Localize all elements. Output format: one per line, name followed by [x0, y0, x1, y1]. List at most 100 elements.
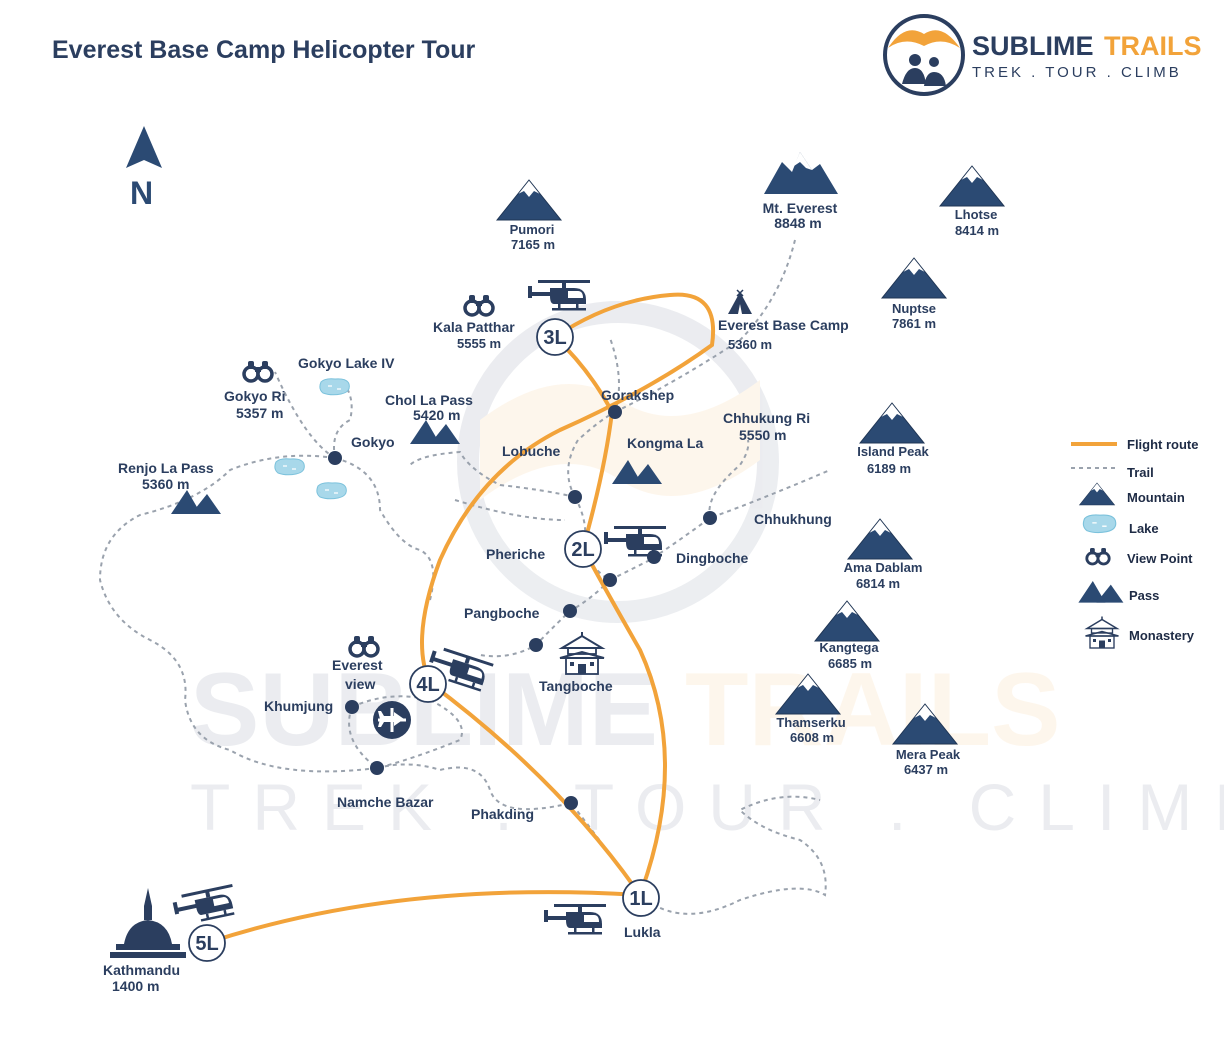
svg-text:8848 m: 8848 m	[774, 215, 821, 231]
place-dot	[568, 490, 582, 504]
stop-1L: 1L	[622, 879, 660, 917]
label-gorakshep: Gorakshep	[601, 387, 674, 403]
mountain-island-peak: Island Peak 6189 m	[857, 402, 930, 476]
mountain-icon	[496, 179, 562, 221]
label-khumjung: Khumjung	[264, 698, 333, 714]
label-chhukung-ri-elev: 5550 m	[739, 427, 786, 443]
stop-2L: 2L	[564, 530, 602, 568]
place-dot	[563, 604, 577, 618]
svg-text:6814 m: 6814 m	[856, 576, 900, 591]
svg-text:View Point: View Point	[1127, 551, 1193, 566]
label-lobuche: Lobuche	[502, 443, 561, 459]
lake-icon	[316, 482, 347, 500]
svg-text:2L: 2L	[571, 539, 594, 561]
lake-icon	[274, 458, 305, 476]
label-everest-view-2: view	[345, 676, 375, 692]
place-dot	[328, 451, 342, 465]
svg-text:Nuptse: Nuptse	[892, 301, 936, 316]
legend-monastery-icon	[1084, 615, 1120, 649]
svg-text:Trail: Trail	[1127, 465, 1154, 480]
place-dot	[603, 573, 617, 587]
label-dingboche: Dingboche	[676, 550, 749, 566]
svg-text:Flight route: Flight route	[1127, 437, 1199, 452]
svg-text:1L: 1L	[629, 888, 652, 910]
place-dot	[608, 405, 622, 419]
label-kala-patthar-elev: 5555 m	[457, 336, 501, 351]
label-gokyo-lake: Gokyo Lake IV	[298, 355, 395, 371]
label-kathmandu-elev: 1400 m	[112, 978, 159, 994]
mountain-kangtega: Kangtega 6685 m	[814, 600, 880, 671]
svg-text:3L: 3L	[543, 327, 566, 349]
lake-icon	[319, 378, 350, 396]
north-arrow-icon	[126, 126, 162, 168]
svg-text:8414 m: 8414 m	[955, 223, 999, 238]
label-kala-patthar: Kala Patthar	[433, 319, 515, 335]
label-gokyo-ri: Gokyo Ri	[224, 388, 285, 404]
svg-text:Thamserku: Thamserku	[776, 715, 845, 730]
label-chol-la-elev: 5420 m	[413, 407, 460, 423]
stop-3L: 3L	[536, 318, 574, 356]
brand-logo: SUBLIME TRAILS TREK . TOUR . CLIMB	[883, 14, 1202, 96]
mountain-icon	[859, 402, 925, 444]
place-dot	[647, 550, 661, 564]
legend-binoculars-icon	[1085, 546, 1111, 566]
svg-text:Kangtega: Kangtega	[819, 640, 879, 655]
svg-text:Mt. Everest: Mt. Everest	[763, 200, 838, 216]
helicopter-icon	[544, 904, 606, 935]
legend-lake-icon	[1082, 514, 1117, 534]
stupa-icon	[110, 888, 186, 958]
label-tangboche: Tangboche	[539, 678, 613, 694]
mountain-icon	[939, 165, 1005, 207]
page-title: Everest Base Camp Helicopter Tour	[52, 36, 476, 64]
svg-text:7165 m: 7165 m	[511, 237, 555, 252]
mountain-icon	[814, 600, 880, 642]
svg-text:5L: 5L	[195, 933, 218, 955]
place-dots	[328, 405, 717, 810]
place-dot	[529, 638, 543, 652]
mountain-pumori: Pumori 7165 m	[496, 179, 562, 252]
label-ebc: Everest Base Camp	[718, 317, 849, 333]
mountain-icon	[764, 152, 838, 194]
label-chol-la: Chol La Pass	[385, 392, 473, 408]
svg-text:Pumori: Pumori	[510, 222, 555, 237]
svg-text:Island Peak: Island Peak	[857, 444, 929, 459]
mountain-nuptse: Nuptse 7861 m	[881, 257, 947, 331]
svg-text:Mountain: Mountain	[1127, 490, 1185, 505]
svg-text:4L: 4L	[416, 674, 439, 696]
stop-5L: 5L	[188, 924, 226, 962]
place-dot	[345, 700, 359, 714]
svg-text:Mera Peak: Mera Peak	[896, 747, 961, 762]
svg-text:Pass: Pass	[1129, 588, 1159, 603]
legend: Flight route Trail Mountain Lake View Po…	[1071, 437, 1199, 649]
svg-text:Lake: Lake	[1129, 521, 1159, 536]
label-pangboche: Pangboche	[464, 605, 540, 621]
label-renjo-la-elev: 5360 m	[142, 476, 189, 492]
pass-icon	[410, 420, 460, 444]
place-dot	[564, 796, 578, 810]
label-ebc-elev: 5360 m	[728, 337, 772, 352]
place-dot	[703, 511, 717, 525]
svg-text:6437 m: 6437 m	[904, 762, 948, 777]
label-renjo-la: Renjo La Pass	[118, 460, 214, 476]
north-arrow: N	[126, 126, 162, 211]
mountain-mera-peak: Mera Peak 6437 m	[892, 703, 961, 777]
label-pheriche: Pheriche	[486, 546, 545, 562]
trails	[98, 239, 831, 915]
svg-text:Ama Dablam: Ama Dablam	[844, 560, 923, 575]
brand-tagline: TREK . TOUR . CLIMB	[972, 64, 1182, 81]
mountain-lhotse: Lhotse 8414 m	[939, 165, 1005, 238]
svg-text:7861 m: 7861 m	[892, 316, 936, 331]
place-dot	[370, 761, 384, 775]
svg-text:6189 m: 6189 m	[867, 461, 911, 476]
stop-4L: 4L	[409, 665, 447, 703]
mountain-thamserku: Thamserku 6608 m	[775, 673, 846, 745]
legend-mountain-icon	[1079, 482, 1115, 506]
svg-text:Monastery: Monastery	[1129, 628, 1195, 643]
mountain-icon	[881, 257, 947, 299]
helicopter-icon	[171, 883, 239, 927]
label-everest-view-1: Everest	[332, 657, 383, 673]
binoculars-icon	[463, 293, 495, 317]
svg-text:6608 m: 6608 m	[790, 730, 834, 745]
label-chhukhung: Chhukhung	[754, 511, 832, 527]
